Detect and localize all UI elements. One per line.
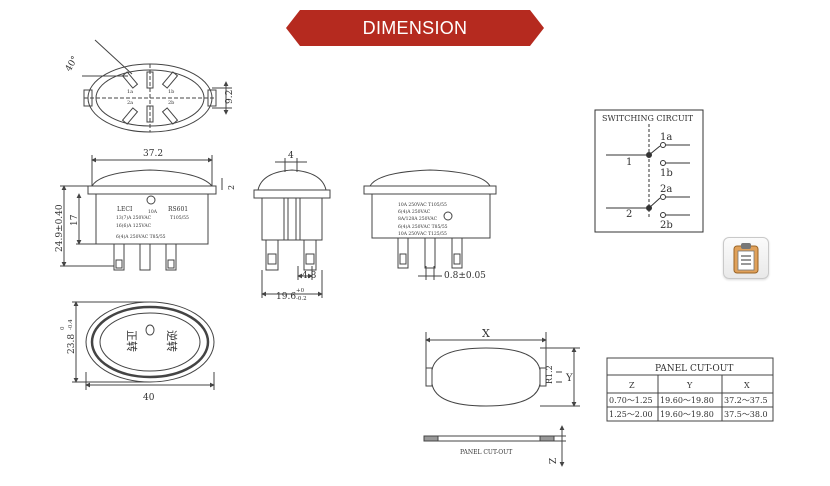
cutout-view [423,332,580,467]
bottom-tol-top: 0 [60,326,66,330]
bottom-width-dim: 40 [143,393,155,403]
terminal-label-1b: 1b [168,89,174,95]
cutout-z-label: Z [549,458,559,464]
front-label-model: RS601 [168,206,188,213]
table-cell-r2-y: 19.60～19.80 [660,410,714,419]
circuit-label-1b: 1b [660,168,673,179]
circuit-label-2b: 2b [660,220,673,231]
back-pin-dim: 0.8±0.05 [444,271,486,281]
side-depth-tol-bottom: -0.2 [296,296,307,302]
banner-shape [286,10,544,46]
front-label-rating1: 13(7)A 250VAC [116,214,152,221]
back-label-line1: 10A 250VAC T105/55 [398,202,447,208]
circuit-label-1: 1 [626,157,632,168]
table-cell-r1-z: 0.70～1.25 [609,396,653,405]
terminal-label-2a: 2a [127,100,133,106]
cutout-x-label: X [482,327,490,340]
side-depth-dim: 19.6 [276,292,296,302]
back-label-line3: 8A/128A 250VAC [398,216,438,222]
table-cell-r1-y: 19.60～19.80 [660,396,714,405]
bottom-text-left: 正转 [125,330,139,352]
side-top-dim: 4 [288,151,294,161]
switching-circuit [594,109,704,233]
dimension-banner: DIMENSION [286,10,544,46]
side-view [253,158,331,298]
top-view [82,39,232,133]
banner-title: DIMENSION [362,18,468,38]
panel-cutout-table [606,357,774,422]
front-label-brand: LECI [117,206,133,213]
angle-label: 40° [64,55,81,74]
back-view [363,169,497,280]
circuit-label-1a: 1a [660,132,672,143]
circuit-label-2a: 2a [660,184,672,195]
cutout-panel-label: PANEL CUT-OUT [460,449,512,456]
front-label-rating4: 16(6)A 125VAC [116,222,152,229]
table-title: PANEL CUT-OUT [655,364,733,374]
terminal-label-1a: 1a [127,89,133,95]
side-depth-tol-top: +0 [296,288,305,294]
front-cap-dim: 2 [227,185,236,190]
front-body-dim: 17 [70,214,80,226]
front-label-rating5: 6(4)A 250VAC T85/55 [116,233,166,240]
cutout-r-label: R1.2 [545,365,554,384]
bottom-text-right: 逆转 [165,330,179,352]
side-pin-dim: 4.8 [302,271,317,281]
table-cell-r2-z: 1.25～2.00 [609,410,653,419]
table-header-z: Z [629,381,635,390]
circuit-title: SWITCHING CIRCUIT [602,114,694,123]
front-label-rating3: T105/55 [170,215,189,221]
table-cell-r2-x: 37.5～38.0 [724,410,768,419]
front-height-dim: 24.9±0.40 [55,204,65,252]
back-label-line2: 6(4)A 250VAC [398,208,431,215]
cutout-y-label: Y [565,373,573,384]
clipboard-icon [733,243,759,274]
table-header-x: X [744,381,750,390]
front-label-rating2: 10A [148,209,158,215]
top-height-dim: 9.2 [225,90,235,104]
table-cell-r1-x: 37.2～37.5 [724,396,768,405]
bottom-tol-bottom: -0.4 [68,319,74,330]
back-label-line5: 10A 250VAC T125/55 [398,231,447,237]
terminal-label-2b: 2b [168,100,174,106]
bottom-height-dim: 23.8 [67,334,77,354]
clipboard-button[interactable] [723,237,769,279]
back-label-line4: 6(4)A 250VAC T85/55 [398,223,448,230]
circuit-label-2: 2 [626,209,632,220]
front-view [60,155,223,271]
bottom-view [72,301,215,390]
table-header-y: Y [686,381,693,390]
front-width-dim: 37.2 [143,149,163,159]
